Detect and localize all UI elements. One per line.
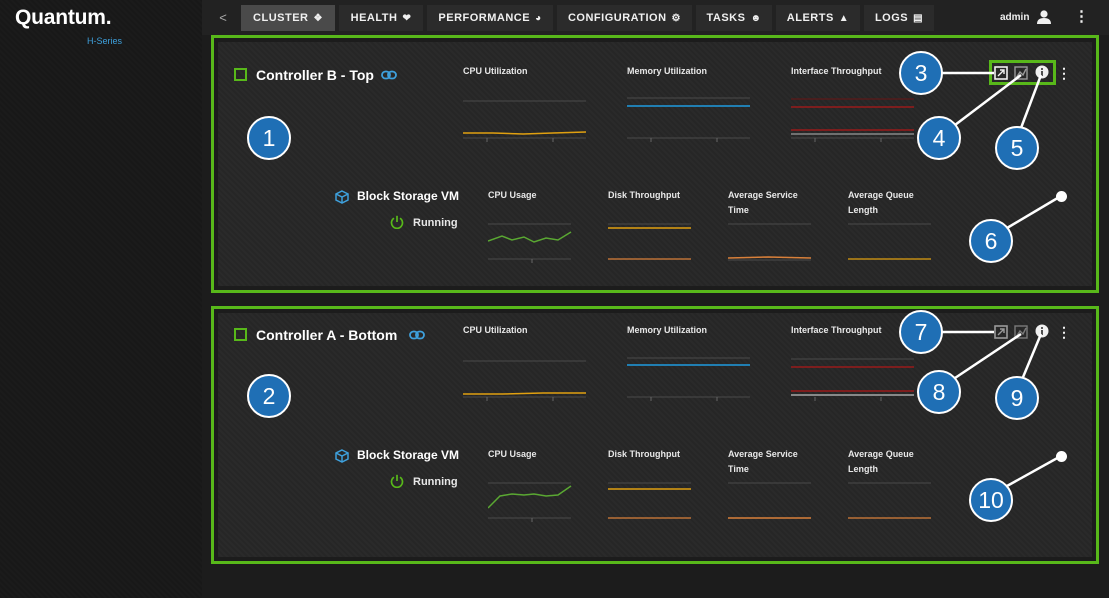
metric-label-average-service-time: Average Service Time [728, 190, 798, 215]
controller-panel-top [211, 35, 1099, 293]
cube-icon [335, 190, 349, 204]
sparkline-disk-throughput [608, 223, 691, 260]
vm-name[interactable]: Block Storage VM [357, 448, 460, 462]
controller-panel-bottom [211, 306, 1099, 564]
vm-status: Running [413, 217, 458, 229]
sparkline-cpu-utilization [463, 100, 587, 142]
tab-health[interactable]: HEALTH ❤ [339, 5, 423, 31]
cube-icon [335, 449, 349, 463]
user-icon[interactable] [1036, 9, 1052, 25]
metric-label-disk-throughput: Disk Throughput [608, 449, 680, 459]
info-icon[interactable] [1035, 324, 1049, 338]
cluster-icon: ❖ [313, 12, 323, 24]
tab-label: ALERTS [786, 12, 834, 24]
sparkline-memory-utilization [627, 97, 750, 142]
vm-details-dot-icon[interactable] [1056, 451, 1067, 462]
metric-label-cpu-utilization: CPU Utilization [463, 325, 528, 335]
callout-6: 6 [969, 219, 1013, 263]
nav-back-button[interactable]: < [219, 10, 227, 25]
sparkline-cpu-usage [488, 223, 572, 263]
tab-alerts[interactable]: ALERTS ▲ [776, 5, 860, 31]
callout-3: 3 [899, 51, 943, 95]
vm-status: Running [413, 476, 458, 488]
chart-icon[interactable] [1014, 66, 1028, 80]
gears-icon: ⚙ [671, 12, 682, 24]
heart-icon: ❤ [402, 12, 412, 24]
metric-label-average-queue-length: Average Queue Length [848, 449, 914, 474]
link-icon[interactable] [409, 330, 425, 340]
controller-select-checkbox[interactable] [234, 68, 247, 81]
callout-10: 10 [969, 478, 1013, 522]
sparkline-interface-throughput [791, 358, 914, 401]
gauge-icon: ◕ [535, 12, 542, 24]
tab-label: LOGS [874, 12, 909, 24]
sparkline-average-service-time [728, 482, 811, 519]
bell-icon: ▲ [838, 12, 850, 24]
power-icon [390, 474, 404, 488]
tab-label: HEALTH [350, 12, 398, 24]
controller-title[interactable]: Controller A - Bottom [256, 327, 398, 343]
sparkline-average-queue-length [848, 482, 931, 519]
controller-select-checkbox[interactable] [234, 328, 247, 341]
metric-label-average-queue-length: Average Queue Length [848, 190, 914, 215]
sparkline-cpu-utilization [463, 360, 586, 401]
callout-2: 2 [247, 374, 291, 418]
brand-logo: Quantum. [15, 6, 112, 29]
tab-label: CONFIGURATION [567, 12, 667, 24]
metric-label-cpu-usage: CPU Usage [488, 190, 537, 200]
brand-subtitle: H-Series [87, 36, 123, 46]
expand-icon[interactable] [994, 66, 1008, 80]
sparkline-average-service-time [728, 223, 812, 261]
vm-name[interactable]: Block Storage VM [357, 189, 460, 203]
power-icon [390, 215, 404, 229]
chart-icon[interactable] [1014, 325, 1028, 339]
log-icon: ▤ [913, 12, 924, 24]
tab-configuration[interactable]: CONFIGURATION ⚙ [557, 5, 692, 31]
sparkline-cpu-usage [488, 482, 572, 522]
callout-1: 1 [247, 116, 291, 160]
tab-label: PERFORMANCE [438, 12, 531, 24]
info-icon[interactable] [1035, 65, 1049, 79]
sparkline-disk-throughput [608, 482, 691, 519]
tab-logs[interactable]: LOGS ▤ [864, 5, 934, 31]
person-icon: ☻ [750, 12, 762, 24]
link-icon[interactable] [381, 70, 397, 80]
tab-label: TASKS [706, 12, 746, 24]
callout-5: 5 [995, 126, 1039, 170]
metric-label-memory-utilization: Memory Utilization [627, 325, 708, 335]
sparkline-average-queue-length [848, 223, 931, 260]
tab-cluster[interactable]: CLUSTER ❖ [241, 5, 335, 31]
metric-label-interface-throughput: Interface Throughput [791, 325, 882, 335]
metric-label-cpu-usage: CPU Usage [488, 449, 537, 459]
tab-label: CLUSTER [253, 12, 309, 24]
panel-background [218, 313, 1092, 557]
sidebar [0, 0, 202, 598]
metric-label-disk-throughput: Disk Throughput [608, 190, 680, 200]
metric-label-interface-throughput: Interface Throughput [791, 66, 882, 76]
expand-icon[interactable] [994, 325, 1008, 339]
callout-9: 9 [995, 376, 1039, 420]
callout-8: 8 [917, 370, 961, 414]
tab-performance[interactable]: PERFORMANCE ◕ [427, 5, 553, 31]
sparkline-interface-throughput [791, 98, 914, 142]
metric-label-cpu-utilization: CPU Utilization [463, 66, 528, 76]
tab-tasks[interactable]: TASKS ☻ [696, 5, 772, 31]
vm-details-dot-icon[interactable] [1056, 191, 1067, 202]
metric-label-average-service-time: Average Service Time [728, 449, 798, 474]
callout-4: 4 [917, 116, 961, 160]
panel-background [218, 42, 1092, 286]
controller-title[interactable]: Controller B - Top [256, 67, 374, 83]
user-name[interactable]: admin [1000, 12, 1030, 23]
metric-label-memory-utilization: Memory Utilization [627, 66, 708, 76]
sparkline-memory-utilization [627, 357, 750, 401]
callout-7: 7 [899, 310, 943, 354]
